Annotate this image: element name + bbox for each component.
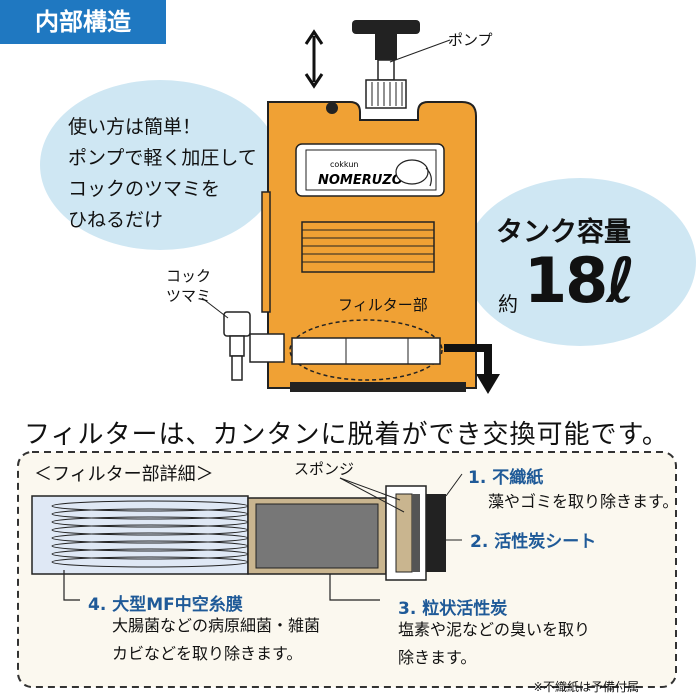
up-down-arrow-icon — [304, 29, 324, 89]
usage-bubble — [40, 80, 280, 250]
filter-part-label: フィルター部 — [338, 296, 428, 314]
usage-line: ひねるだけ — [68, 209, 164, 231]
part-3-title: 3. 粒状活性炭 — [398, 599, 508, 619]
part-3-desc-line: 塩素や泥などの臭いを取り — [398, 620, 591, 639]
filter-detail-illustration — [31, 473, 463, 601]
cock-tap-icon — [201, 297, 285, 381]
brand-small: cokkun — [330, 160, 358, 169]
usage-text: 使い方は簡単！ ポンプで軽く加圧して コックのツマミを ひねるだけ — [68, 112, 257, 236]
pump-icon — [352, 20, 451, 109]
part-3-desc-line: 除きます。 — [398, 648, 477, 667]
part-4-title: 4. 大型MF中空糸膜 — [88, 595, 243, 615]
usage-line: コックのツマミを — [68, 178, 221, 200]
outflow-arrow-icon — [444, 344, 500, 394]
capacity-label: タンク容量 — [496, 217, 631, 248]
usage-line: ポンプで軽く加圧して — [68, 147, 257, 169]
filter-cartridge — [289, 319, 443, 381]
elephant-logo-icon — [395, 159, 432, 187]
section-label: 内部構造 — [0, 0, 166, 44]
part-4-desc-line: 大腸菌などの病原細菌・雑菌 — [112, 616, 321, 635]
capacity-bubble — [464, 178, 696, 346]
detail-title: ＜フィルター部詳細＞ — [34, 464, 214, 485]
part-1-title: 1. 不織紙 — [468, 468, 544, 488]
cock-label: コック ツマミ — [166, 266, 211, 306]
usage-line: 使い方は簡単！ — [68, 116, 202, 138]
brand-name: NOMERUZO — [318, 173, 403, 188]
sponge-label: スポンジ — [294, 460, 355, 478]
part-4-desc-line: カビなどを取り除きます。 — [112, 644, 303, 663]
part-4-desc: 大腸菌などの病原細菌・雑菌 カビなどを取り除きます。 — [112, 612, 320, 668]
cock-label-line: コック — [166, 267, 212, 285]
cock-label-line: ツマミ — [166, 287, 212, 305]
headline: フィルターは、カンタンに脱着ができ交換可能です。 — [24, 420, 669, 450]
part-3-desc: 塩素や泥などの臭いを取り 除きます。 — [398, 616, 590, 672]
part-2-title: 2. 活性炭シート — [470, 532, 597, 552]
capacity-prefix: 約 — [498, 292, 518, 316]
capacity-value: 18ℓ — [524, 244, 636, 317]
part-1-desc: 藻やゴミを取り除きます。 — [488, 492, 679, 511]
pump-label: ポンプ — [448, 31, 493, 49]
footnote: ※不織紙は予備付属 — [533, 680, 640, 694]
